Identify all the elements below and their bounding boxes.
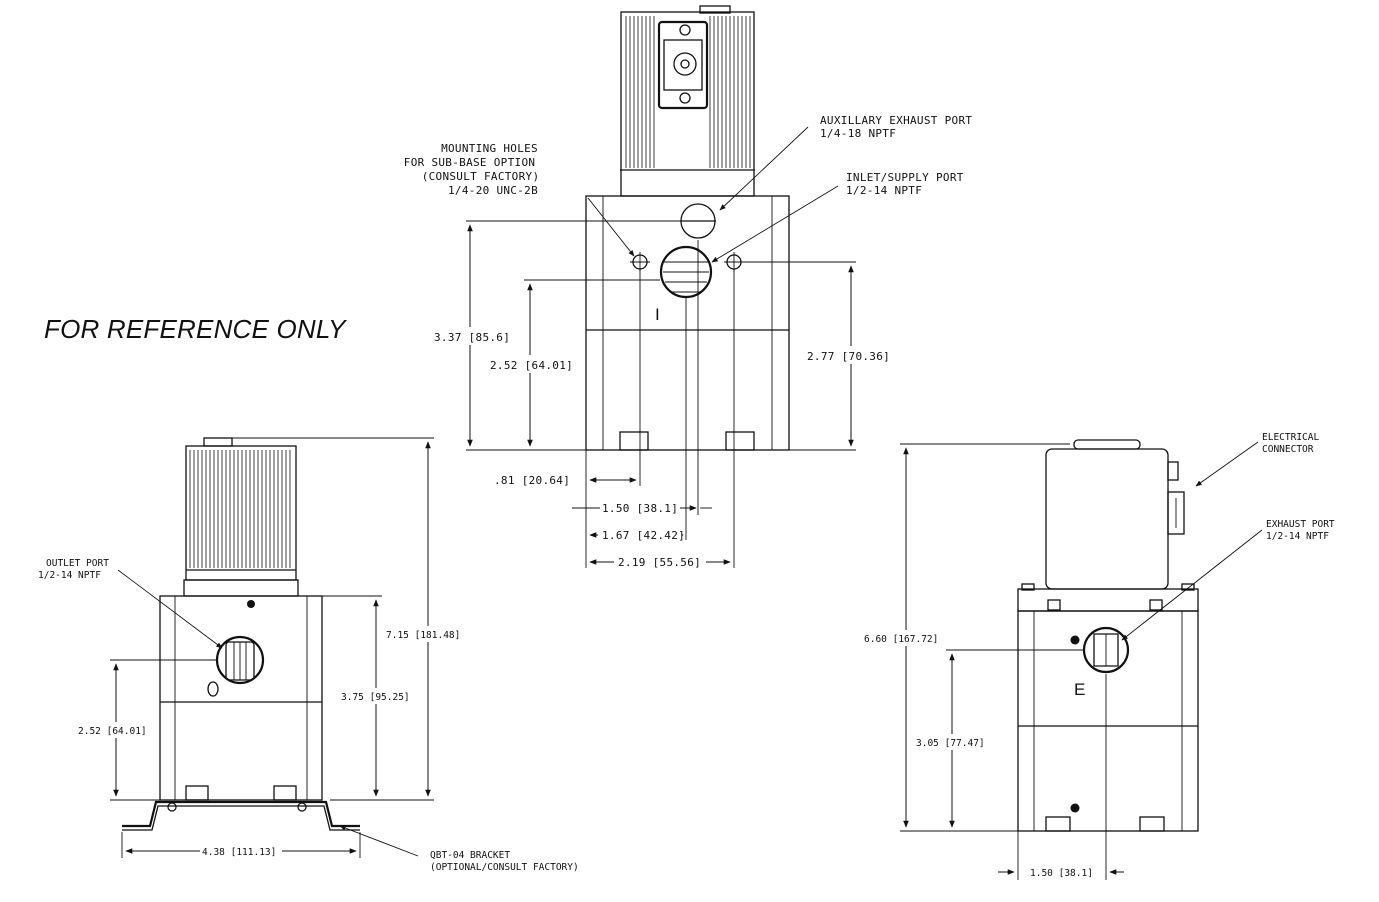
left-view: OUTLET PORT 1/2-14 NPTF QBT-04 BRACKET (… — [38, 437, 579, 873]
exhaust-port-label: EXHAUST PORT 1/2-14 NPTF — [1266, 519, 1340, 542]
dim-height-total-right: 6.60 [167.72] — [864, 634, 938, 645]
front-port-mark: I — [655, 305, 660, 324]
mounting-holes-label: MOUNTING HOLES FOR SUB-BASE OPTION (CONS… — [404, 142, 547, 197]
electrical-leader — [1195, 441, 1259, 487]
left-valve-body — [159, 595, 323, 801]
dim-width-port-right: 1.50 [38.1] — [1030, 868, 1093, 879]
outlet-leader — [117, 569, 223, 649]
dim-w-081: .81 [20.64] — [494, 474, 570, 487]
dim-height-port-right: 3.05 [77.47] — [916, 738, 985, 749]
dim-height-total-left: 7.15 [181.48] — [386, 630, 460, 641]
right-view: E ELECTRICAL CONNECTOR EXHAUST PORT 1/2-… — [862, 432, 1340, 880]
aux-exhaust-label: AUXILLARY EXHAUST PORT 1/4-18 NPTF — [820, 114, 979, 140]
left-bracket — [122, 800, 360, 831]
dim-height-body-left: 3.75 [95.25] — [341, 692, 410, 703]
dim-height-holes: 2.77 [70.36] — [807, 350, 890, 363]
dim-w-150: 1.50 [38.1] — [602, 502, 678, 515]
bracket-leader — [339, 825, 419, 857]
right-valve-body: E — [1017, 583, 1199, 832]
dim-w-219: 2.19 [55.56] — [618, 556, 701, 569]
dim-w-167: 1.67 [42.42] — [602, 529, 685, 542]
reference-note: FOR REFERENCE ONLY — [44, 314, 346, 344]
front-valve-body: I — [585, 195, 790, 451]
dim-height-port-left: 2.52 [64.01] — [78, 726, 147, 737]
dim-bracket-width: 4.38 [111.13] — [202, 847, 276, 858]
dim-height-port: 2.52 [64.01] — [490, 359, 573, 372]
right-solenoid-housing — [1045, 439, 1185, 590]
front-view: I AUXILLARY EXHAUST PORT 1/4-18 NPTF INL… — [404, 5, 979, 570]
dim-height-overall: 3.37 [85.6] — [434, 331, 510, 344]
electrical-connector-label: ELECTRICAL CONNECTOR — [1262, 432, 1325, 455]
inlet-port-label: INLET/SUPPLY PORT 1/2-14 NPTF — [846, 171, 971, 197]
outlet-port-label: OUTLET PORT 1/2-14 NPTF — [38, 558, 115, 581]
front-leaders — [587, 126, 839, 263]
left-solenoid-housing — [183, 437, 299, 597]
front-solenoid-housing — [620, 5, 755, 197]
exhaust-leader — [1121, 529, 1263, 641]
right-port-mark: E — [1074, 680, 1085, 699]
bracket-label: QBT-04 BRACKET (OPTIONAL/CONSULT FACTORY… — [430, 850, 579, 873]
